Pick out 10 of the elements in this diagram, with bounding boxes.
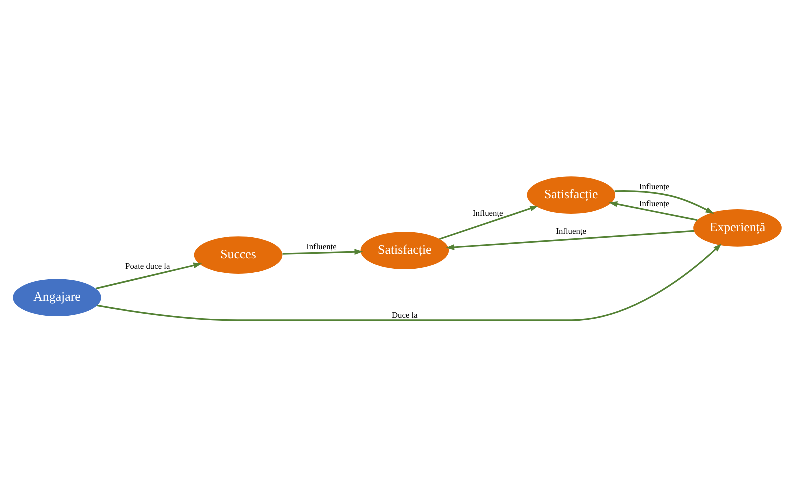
arrow [446, 230, 694, 250]
arrow [282, 248, 364, 255]
arrow [96, 262, 202, 290]
arrow [97, 243, 722, 321]
node-ellipse: Experiență [694, 208, 782, 246]
arrow [614, 190, 714, 214]
arrow [440, 205, 539, 240]
node-ellipse: Satisfacție [360, 232, 450, 269]
node-ellipse: Angajare [13, 278, 102, 316]
arrow [609, 200, 698, 221]
